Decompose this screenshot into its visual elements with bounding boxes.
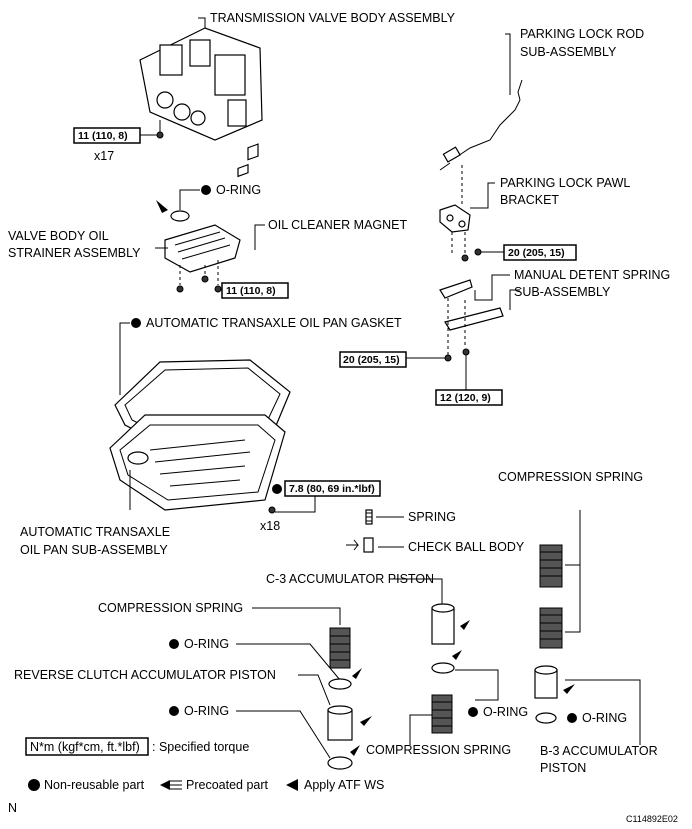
reverse-piston-illustration [327,705,372,741]
b3-piston-label-1: B-3 ACCUMULATOR [540,744,658,758]
non-reusable-icon-oring5 [567,713,577,723]
pan-gasket-label: AUTOMATIC TRANSAXLE OIL PAN GASKET [146,316,402,330]
parking-rod-label-2: SUB-ASSEMBLY [520,45,617,59]
torque-box-detent-right [435,389,503,406]
oring-label-5: O-RING [582,711,627,725]
qty-18-label: x18 [260,519,280,533]
oring-left-upper-part [328,678,352,690]
detent-label-1: MANUAL DETENT SPRING [514,268,670,282]
torque-detent-left: 20 (205, 15) [343,354,400,366]
legend-apply-atf: Apply ATF WS [304,778,384,792]
legend-non-reusable: Non-reusable part [44,778,145,792]
spring-label: SPRING [408,510,456,524]
oring-label-2: O-RING [184,637,229,651]
non-reusable-icon [201,185,211,195]
oil-pan-illustration [109,414,286,511]
detent-label-2: SUB-ASSEMBLY [514,285,611,299]
check-ball-illustration [346,537,374,553]
torque-box-detent-left [339,351,407,368]
corner-right-text: C114892E02 [626,814,678,824]
oring-label-4: O-RING [483,705,528,719]
oring-label-1: O-RING [216,183,261,197]
oring-label-3: O-RING [184,704,229,718]
torque-box-oil-pan [284,480,381,497]
oring-left-lower-part [327,756,353,770]
legend-precoated: Precoated part [186,778,269,792]
torque-detent-right: 12 (120, 9) [440,392,491,404]
torque-valve-body: 11 (110, 8) [78,130,128,142]
pan-label-2: OIL PAN SUB-ASSEMBLY [20,543,168,557]
check-ball-label: CHECK BALL BODY [408,540,525,554]
b3-piston-label-2: PISTON [540,761,586,775]
strainer-label-2: STRAINER ASSEMBLY [8,246,141,260]
reverse-piston-label: REVERSE CLUTCH ACCUMULATOR PISTON [14,668,276,682]
torque-oil-pan: 7.8 (80, 69 in.*lbf) [289,483,375,495]
strainer-illustration [164,143,259,293]
spring-right-upper-illustration [539,544,563,588]
compression-spring-bottom-label: COMPRESSION SPRING [366,743,511,757]
legend-non-reusable-icon [28,779,40,791]
compression-spring-left-label: COMPRESSION SPRING [98,601,243,615]
small-spring-illustration [365,509,373,525]
corner-left-text: N [8,801,17,815]
pawl-bracket-label-1: PARKING LOCK PAWL [500,176,630,190]
non-reusable-icon-pan [272,484,282,494]
legend-torque-box-text: N*m (kgf*cm, ft.*lbf) [30,740,140,754]
non-reusable-icon-gasket [131,318,141,328]
parking-rod-label-1: PARKING LOCK ROD [520,27,644,41]
torque-pawl-bracket: 20 (205, 15) [508,247,565,259]
valve-body-label: TRANSMISSION VALVE BODY ASSEMBLY [210,11,456,25]
oring-top-part [170,210,190,222]
detent-spring-illustration [439,279,504,362]
pawl-bracket-illustration [439,204,482,262]
pan-label-1: AUTOMATIC TRANSAXLE [20,525,170,539]
torque-box-strainer [221,282,289,299]
apply-atf-arrow-icon [156,200,168,213]
torque-strainer: 11 (110, 8) [226,285,276,297]
pawl-bracket-label-2: BRACKET [500,193,559,207]
non-reusable-icon-oring3 [169,706,179,716]
qty-17-label: x17 [94,149,114,163]
legend-precoated-icon [160,780,182,790]
strainer-label-1: VALVE BODY OIL [8,229,109,243]
b3-piston-illustration [534,665,575,724]
spring-left-illustration [329,627,351,669]
non-reusable-icon-oring4 [468,707,478,717]
compression-spring-top-label: COMPRESSION SPRING [498,470,643,484]
spring-right-lower-illustration [539,607,563,649]
valve-body-illustration [139,27,263,141]
legend-torque-text: : Specified torque [152,740,249,754]
c3-piston-illustration [431,603,470,674]
legend-torque-box [25,737,149,756]
spring-bottom-illustration [431,694,453,734]
magnet-label: OIL CLEANER MAGNET [268,218,408,232]
c3-piston-label: C-3 ACCUMULATOR PISTON [266,572,434,586]
non-reusable-icon-oring2 [169,639,179,649]
legend-apply-atf-icon [286,779,298,791]
parking-lock-rod-illustration [439,79,523,171]
